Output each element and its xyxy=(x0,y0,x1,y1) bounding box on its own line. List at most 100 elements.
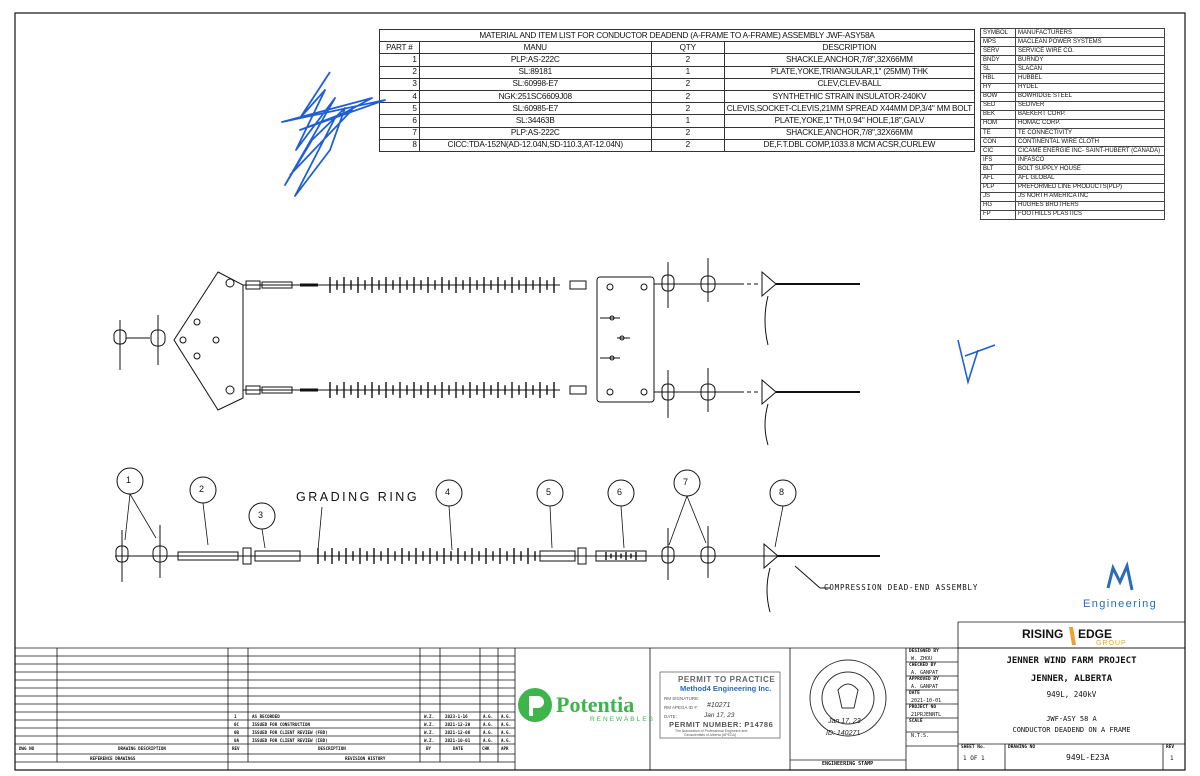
project-no-label: PROJECT NO xyxy=(909,705,937,710)
rev-label: REV xyxy=(1166,745,1175,750)
rev-description: AS RECORDED xyxy=(252,714,280,719)
rev-chk: A.G. xyxy=(483,730,494,735)
rev-apr: A.G. xyxy=(501,738,512,743)
rev-header-by: BY xyxy=(426,746,432,751)
lower-deadend xyxy=(763,542,880,613)
callout-7: 7 xyxy=(683,477,690,487)
project-title: JENNER WIND FARM PROJECT xyxy=(1006,656,1137,666)
callout-4: 4 xyxy=(445,487,452,497)
rev-chk: A.G. xyxy=(483,738,494,743)
permit-rm-signature: RM SIGNATURE: xyxy=(664,696,700,701)
rev-description: ISSUED FOR CLIENT REVIEW (FBD) xyxy=(252,730,328,735)
callout-8: 8 xyxy=(779,487,786,497)
rev-header-rev: REV xyxy=(232,746,240,751)
stamp-handwritten-id: ID: 140271 xyxy=(826,730,861,737)
rev-code: 0C xyxy=(234,722,240,727)
revision-block-grid xyxy=(15,621,1185,770)
permit-company: Method4 Engineering Inc. xyxy=(680,684,772,693)
sheet-label: SHEET No. xyxy=(961,745,986,750)
rev-date: 2021-12-06 xyxy=(445,730,471,735)
rev-code: 0A xyxy=(234,738,240,743)
callout-5: 5 xyxy=(546,487,553,497)
rectangular-yoke-plate xyxy=(596,276,655,403)
date-label: DATE xyxy=(909,691,920,696)
permit-title: PERMIT TO PRACTICE xyxy=(678,675,776,684)
rev-chk: A.G. xyxy=(483,714,494,719)
callout-2: 2 xyxy=(199,484,206,494)
lower-yoke-and-clevis xyxy=(177,547,301,565)
rev-header-desc: DESCRIPTION xyxy=(318,746,346,751)
permit-association-2: Geoscientists of Alberta (APEGA) xyxy=(684,733,737,737)
project-line: 949L, 240kV xyxy=(1046,690,1097,699)
drawing-no-value: 949L-E23A xyxy=(1066,753,1110,762)
lower-socket-and-plate xyxy=(539,547,647,565)
permit-date: DATE: xyxy=(664,714,677,719)
engineering-stamp-label: ENGINEERING STAMP xyxy=(822,761,874,767)
mfr-name: HUBBEL xyxy=(1015,73,1165,84)
rev-apr: A.G. xyxy=(501,722,512,727)
rev-code: 1 xyxy=(234,714,237,719)
upper-insulator-top xyxy=(245,280,587,290)
rev-header-dwg: DWG NO xyxy=(19,746,35,751)
x-mark xyxy=(957,339,996,386)
mfr-name: SEDIVER xyxy=(1015,100,1165,111)
callout-circles xyxy=(116,467,797,530)
part-manu: CICC:TDA-152N(AD-12.04N,SD-110.3,AT-12.0… xyxy=(418,138,652,152)
potentia-logo-icon xyxy=(518,688,552,722)
designed-by-label: DESIGNED BY xyxy=(909,649,939,654)
callout-6: 6 xyxy=(617,487,624,497)
upper-left-shackle xyxy=(113,315,166,370)
rev-header-date: DATE xyxy=(453,746,464,751)
project-no-value: 21PRJENNTL xyxy=(911,712,942,718)
mfr-name: SLACAN xyxy=(1015,64,1165,75)
potentia-sub: RENEWABLES xyxy=(590,716,655,723)
insulator-sheds xyxy=(317,277,637,564)
rev-header-drawing-desc: DRAWING DESCRIPTION xyxy=(118,746,166,751)
leader-lines xyxy=(124,493,784,551)
approved-by-label: APPROVED BY xyxy=(909,677,939,682)
sheet-value: 1 OF 1 xyxy=(963,755,985,762)
company-name: RISING xyxy=(1022,627,1064,641)
reference-drawings-label: REFERENCE DRAWINGS xyxy=(90,756,136,761)
rev-by: W.Z. xyxy=(424,714,435,719)
drawing-title-1: JWF-ASY 58 A xyxy=(1046,715,1097,723)
rev-description: ISSUED FOR CONSTRUCTION xyxy=(252,722,310,727)
permit-handwritten-id: #10271 xyxy=(707,702,731,709)
permit-rm-id: RM APEGA ID #: xyxy=(664,705,699,710)
designed-by-value: W. ZHOU xyxy=(911,656,933,662)
triangular-yoke-plate xyxy=(173,271,244,411)
rev-by: W.Z. xyxy=(424,738,435,743)
project-location: JENNER, ALBERTA xyxy=(1030,674,1113,684)
rev-date: 2021-10-01 xyxy=(445,738,471,743)
part-description: DE,F.T.DBL COMP,1033.8 MCM ACSR,CURLEW xyxy=(723,138,976,152)
mfr-name: BOWRIDGE STEEL xyxy=(1015,91,1165,102)
lower-left-shackle xyxy=(115,525,168,582)
sheet-border xyxy=(14,12,1186,771)
rev-description: ISSUED FOR CLIENT REVIEW (IBD) xyxy=(252,738,328,743)
callout-3: 3 xyxy=(258,510,265,520)
rev-by: W.Z. xyxy=(424,722,435,727)
rev-apr: A.G. xyxy=(501,730,512,735)
permit-number: PERMIT NUMBER: P14786 xyxy=(669,720,774,729)
upper-insulator-bottom xyxy=(245,385,587,395)
permit-handwritten-date: Jan 17, 23 xyxy=(704,712,735,719)
material-table: MATERIAL AND ITEM LIST FOR CONDUCTOR DEA… xyxy=(379,28,976,152)
rev-chk: A.G. xyxy=(483,722,494,727)
company-sub: GROUP xyxy=(1096,640,1127,647)
rev-value: 1 xyxy=(1170,755,1174,762)
stamp-handwritten-date: Jan 17, 23 xyxy=(828,718,861,725)
rising-edge-logo-icon xyxy=(1069,627,1076,645)
revision-history-label: REVISION HISTORY xyxy=(345,756,386,761)
rev-header-chk: CHK xyxy=(482,746,490,751)
scale-label: SCALE xyxy=(909,719,923,724)
m4-engineering-label: Engineering xyxy=(1083,598,1158,610)
